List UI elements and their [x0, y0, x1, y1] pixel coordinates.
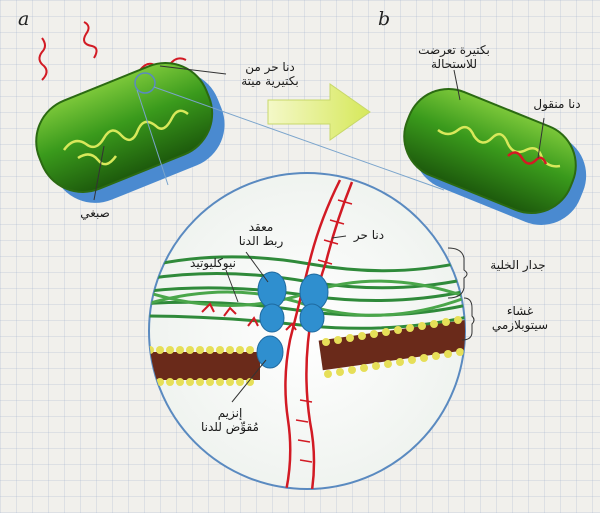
dna-fragment — [83, 21, 98, 59]
membrane-right — [318, 316, 465, 378]
zoom-lens — [134, 72, 156, 94]
nucleotides — [201, 302, 297, 331]
label-membrane: غشاء سيتوبلازمي — [480, 304, 560, 332]
label-chromosome: صبغي — [80, 206, 110, 220]
label-binding-complex: معقد ربط الدنا — [226, 220, 296, 248]
label-transformed-bacterium: بكتيرة تعرضت للاستحالة — [404, 43, 504, 71]
transition-arrow — [267, 83, 371, 141]
label-nucleotide: نيوكليوتيد — [190, 256, 236, 270]
label-line: بكتيرة تعرضت — [418, 43, 490, 57]
label-transferred-dna: دنا منقول — [533, 97, 581, 111]
panel-label-b: b — [378, 8, 391, 30]
bacterium-b — [403, 87, 587, 225]
bacterium-a — [35, 61, 225, 203]
zoom-circle — [148, 172, 466, 490]
label-line: بكتيرية ميتة — [241, 74, 299, 88]
label-cell-wall: جدار الخلية — [490, 258, 546, 272]
chromosome-a — [62, 109, 189, 166]
label-free-dna: دنا حر — [353, 228, 385, 242]
label-line: للاستحالة — [431, 57, 477, 71]
leader-lines — [225, 235, 475, 403]
label-free-dna-dead: دنا حر من بكتيرية ميتة — [222, 60, 318, 88]
label-line: غشاء — [506, 304, 534, 318]
dna-fragment — [38, 37, 48, 81]
label-line: ربط الدنا — [238, 234, 284, 248]
label-enzyme: إنزيم مُقوِّض للدنا — [188, 406, 272, 434]
label-line: مُقوِّض للدنا — [201, 420, 259, 434]
dna-degrading-enzyme — [256, 335, 284, 369]
free-dna-helix — [282, 179, 354, 489]
dna-binding-complex — [257, 271, 329, 333]
label-line: دنا حر من — [245, 60, 295, 74]
panel-label-a: a — [18, 8, 30, 30]
label-line: معقد — [248, 220, 274, 234]
membrane-left — [149, 346, 260, 386]
chromosome-b — [437, 125, 561, 168]
label-line: إنزيم — [217, 406, 243, 420]
transferred-dna-strand — [507, 151, 548, 165]
label-line: سيتوبلازمي — [491, 318, 549, 332]
